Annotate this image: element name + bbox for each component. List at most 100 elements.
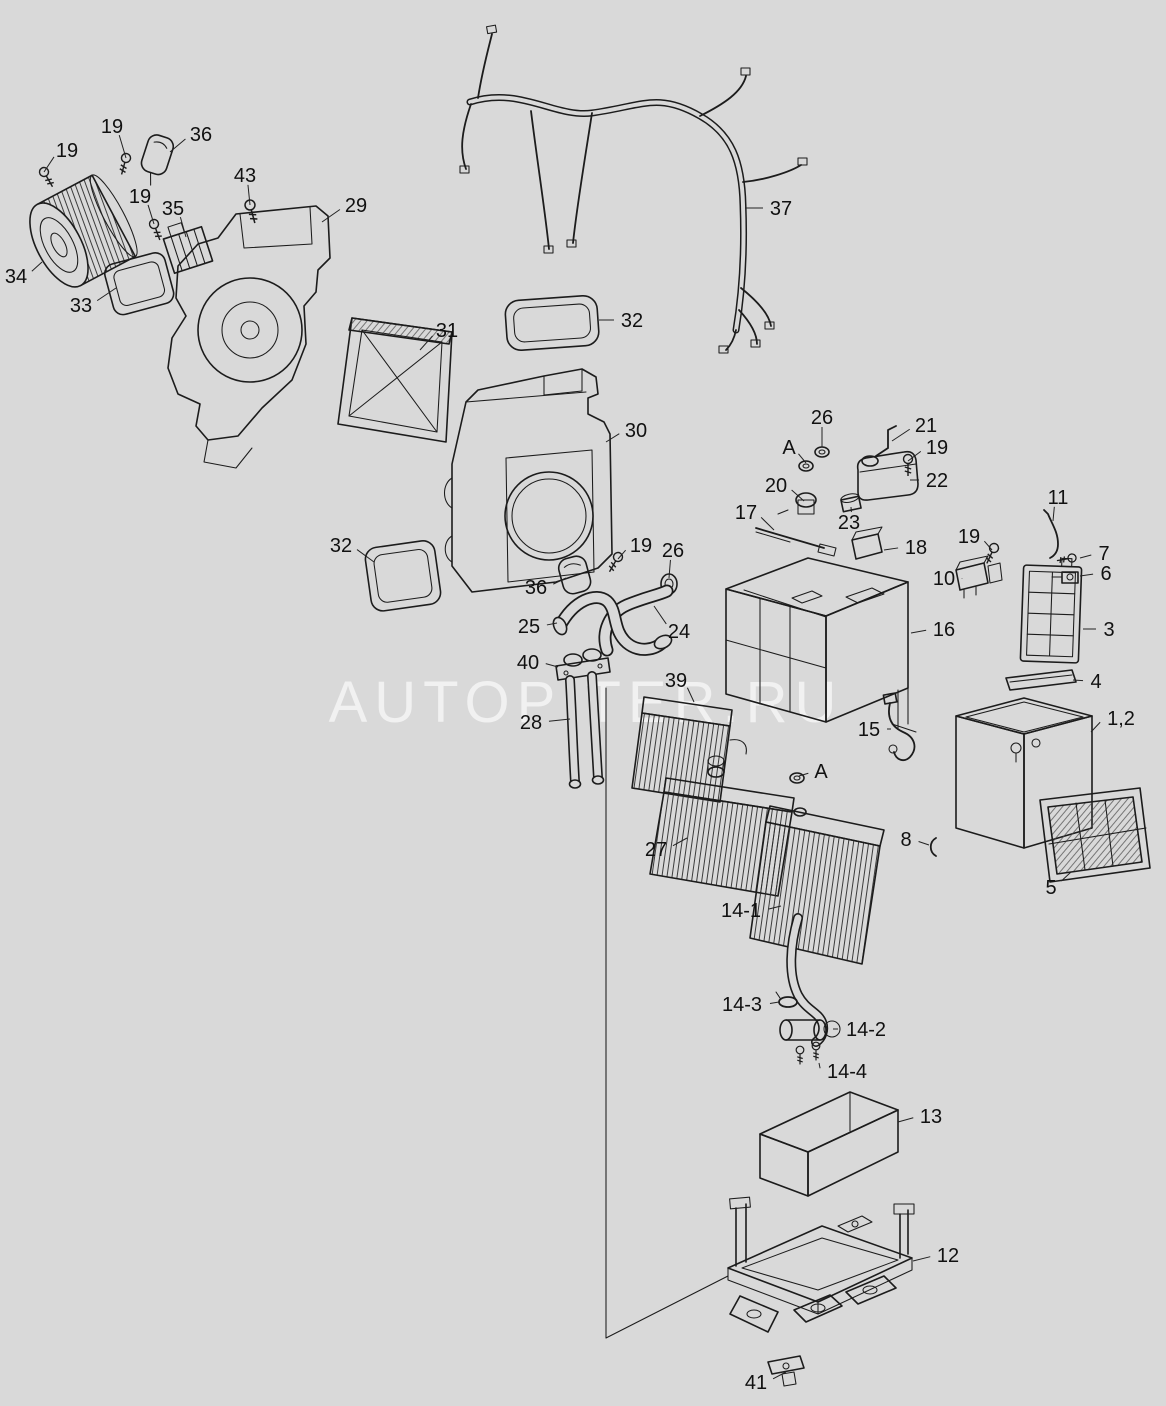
callout-18: 18 <box>905 537 927 559</box>
callout-8: 8 <box>900 829 911 851</box>
callout-30: 30 <box>625 420 647 442</box>
main-housing-16 <box>725 557 917 733</box>
leader-line-14-4 <box>818 1062 821 1069</box>
callout-4: 4 <box>1090 671 1101 693</box>
callout-40: 40 <box>517 652 539 674</box>
leader-line-25 <box>546 622 558 626</box>
callout-11: 11 <box>1048 487 1069 509</box>
wire-15 <box>882 692 916 762</box>
leader-line-11 <box>1052 506 1055 522</box>
gasket-32-upper <box>504 294 600 352</box>
callout-34: 34 <box>5 266 27 288</box>
callout-20: 20 <box>765 475 787 497</box>
ring-26-upper <box>814 446 830 458</box>
leader-line-19 <box>983 540 993 551</box>
callout-A: A <box>782 437 796 459</box>
callout-16: 16 <box>933 619 955 641</box>
leader-line-36 <box>553 577 567 585</box>
leader-line-30 <box>605 433 620 443</box>
callout-32: 32 <box>330 535 352 557</box>
callout-26: 26 <box>662 540 684 562</box>
callout-25: 25 <box>518 616 540 638</box>
callout-7: 7 <box>1098 543 1109 565</box>
wire-bracket-11 <box>1043 509 1059 559</box>
callout-43: 43 <box>234 165 256 187</box>
callout-1,2: 1,2 <box>1107 708 1135 730</box>
fitting-20 <box>777 492 817 515</box>
clip-41 <box>767 1355 805 1387</box>
bracket-12 <box>727 1196 915 1333</box>
leader-line-19 <box>617 549 627 560</box>
pipes-28 <box>565 671 605 789</box>
inlet-screen-31 <box>337 317 453 443</box>
leader-line-12 <box>912 1256 931 1262</box>
leader-line-14-1 <box>768 905 782 910</box>
filter-5 <box>1039 787 1151 883</box>
leader-line-18 <box>883 547 899 551</box>
leader-line-19 <box>43 156 55 173</box>
plate-4 <box>1005 669 1077 691</box>
duct-13 <box>759 1091 899 1197</box>
resistor-35 <box>162 222 214 275</box>
leader-line-1,2 <box>1090 721 1101 733</box>
motor-gasket-33 <box>103 252 175 316</box>
clip-36-upper <box>140 134 175 186</box>
callout-36: 36 <box>190 124 212 146</box>
leader-line-7 <box>1079 554 1092 559</box>
callout-19: 19 <box>56 140 78 162</box>
screw-19 <box>37 165 58 190</box>
leader-line-26 <box>668 559 671 579</box>
heater-core-39 <box>631 696 747 803</box>
leader-line-20 <box>791 489 805 502</box>
callout-14-4: 14-4 <box>827 1061 867 1083</box>
callout-19: 19 <box>926 437 948 459</box>
callout-31: 31 <box>436 320 458 342</box>
gasket-32-left <box>364 540 442 612</box>
screw-19 <box>147 217 165 243</box>
callout-19: 19 <box>630 535 652 557</box>
grommet-a-upper <box>798 460 814 472</box>
callout-6: 6 <box>1100 563 1111 585</box>
evaporator-14-1 <box>749 805 885 965</box>
callout-14-3: 14-3 <box>722 994 762 1016</box>
callout-35: 35 <box>162 198 184 220</box>
callout-5: 5 <box>1045 877 1056 899</box>
callout-10: 10 <box>933 568 955 590</box>
callout-19: 19 <box>958 526 980 548</box>
callout-26: 26 <box>811 407 833 429</box>
leader-line-5 <box>1061 871 1072 882</box>
leader-line-35 <box>179 216 187 238</box>
leader-line-8 <box>918 841 930 846</box>
callout-22: 22 <box>926 470 948 492</box>
callout-29: 29 <box>345 195 367 217</box>
leader-line-28 <box>548 718 571 722</box>
relay-18 <box>851 526 883 560</box>
screw-19 <box>604 550 625 575</box>
callout-14-2: 14-2 <box>846 1019 886 1041</box>
callout-12: 12 <box>937 1245 959 1267</box>
pipe-14-1-run <box>786 913 829 1047</box>
leader-line-41 <box>772 1371 787 1380</box>
callout-36: 36 <box>525 577 547 599</box>
wiring-harness-37 <box>459 24 808 354</box>
callout-14-1: 14-1 <box>721 900 761 922</box>
leader-line-31 <box>419 335 433 351</box>
callout-41: 41 <box>745 1372 767 1394</box>
leader-line-33 <box>96 287 117 302</box>
callout-39: 39 <box>665 670 687 692</box>
callout-19: 19 <box>101 116 123 138</box>
leader-line-17 <box>760 517 775 531</box>
fan-housing-30 <box>443 368 613 593</box>
screw-19 <box>982 541 1001 567</box>
leader-line-19 <box>907 450 922 462</box>
rod-17 <box>755 527 837 557</box>
callout-33: 33 <box>70 295 92 317</box>
leader-line-A <box>798 453 807 464</box>
callout-37: 37 <box>770 198 792 220</box>
filter-frame-3 <box>1019 557 1083 664</box>
callout-24: 24 <box>668 621 690 643</box>
bracket-21 <box>875 425 897 457</box>
